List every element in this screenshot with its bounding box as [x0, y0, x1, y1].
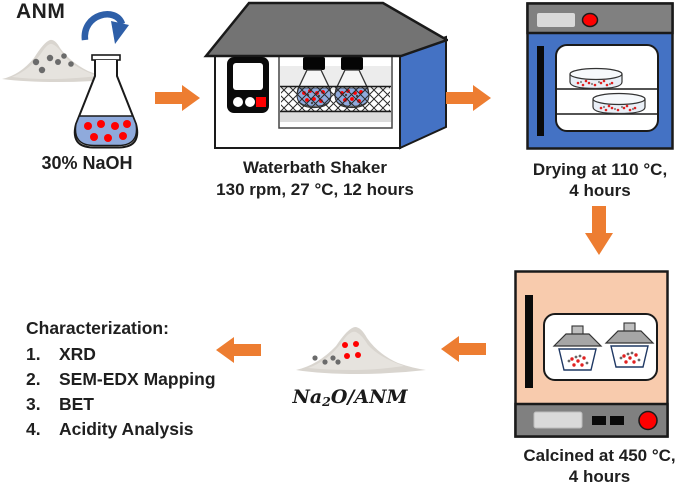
item-number: 3.: [26, 394, 41, 414]
waterbath-shaker-illustration: [203, 0, 448, 152]
oven-power-button-icon: [581, 12, 599, 28]
characterization-block: Characterization: 1. XRD 2. SEM-EDX Mapp…: [26, 316, 226, 442]
characterization-item: 4. Acidity Analysis: [26, 417, 226, 442]
drying-label-line2: 4 hours: [569, 181, 631, 200]
item-number: 4.: [26, 419, 41, 439]
shaker-control-panel: [227, 57, 269, 113]
item-number: 2.: [26, 369, 41, 389]
flow-arrow-right-1-icon: [155, 84, 201, 112]
characterization-item: 2. SEM-EDX Mapping: [26, 367, 226, 392]
characterization-item: 3. BET: [26, 392, 226, 417]
furnace-handle: [525, 295, 533, 388]
product-label-suffix: O/ANM: [330, 386, 408, 408]
item-number: 1.: [26, 344, 41, 364]
raw-powder-illustration: [0, 28, 118, 82]
furnace-display: [533, 411, 583, 429]
calcination-label-line1: Calcined at 450 °C,: [523, 446, 676, 465]
anm-material-label: ANM: [16, 0, 66, 23]
furnace-power-button-icon: [638, 410, 658, 431]
product-label-subscript: 2: [322, 394, 331, 409]
powder-pile-icon: [2, 39, 116, 82]
item-label: Acidity Analysis: [59, 419, 194, 439]
naoh-solution-label: 30% NaOH: [41, 153, 133, 173]
oven-handle: [537, 46, 544, 136]
pour-arrow-icon: [78, 4, 132, 50]
furnace-illustration: [514, 270, 669, 438]
item-label: SEM-EDX Mapping: [59, 369, 216, 389]
furnace-button-1: [592, 416, 606, 425]
furnace-button-2: [610, 416, 624, 425]
product-powder-pile-icon: [296, 327, 426, 374]
flow-arrow-left-1-icon: [440, 335, 486, 363]
oven-display: [537, 13, 575, 27]
shaker-title: Waterbath Shaker: [243, 158, 387, 177]
item-label: BET: [59, 394, 94, 414]
flow-arrow-down-icon: [584, 206, 614, 256]
product-powder-illustration: [292, 314, 430, 374]
calcination-label-line2: 4 hours: [568, 467, 631, 486]
flask-illustration: [68, 54, 163, 152]
shaker-conditions: 130 rpm, 27 °C, 12 hours: [216, 180, 414, 199]
flask-icon: [73, 54, 139, 149]
flow-arrow-left-2-icon: [215, 336, 261, 364]
drying-oven-illustration: [526, 2, 674, 150]
characterization-heading: Characterization:: [26, 318, 169, 338]
drying-label-line1: Drying at 110 °C,: [532, 160, 668, 179]
product-label: Na2O/ANM: [270, 386, 430, 409]
characterization-item: 1. XRD: [26, 342, 226, 367]
flow-arrow-right-2-icon: [446, 84, 492, 112]
product-label-prefix: Na: [292, 386, 323, 408]
item-label: XRD: [59, 344, 96, 364]
